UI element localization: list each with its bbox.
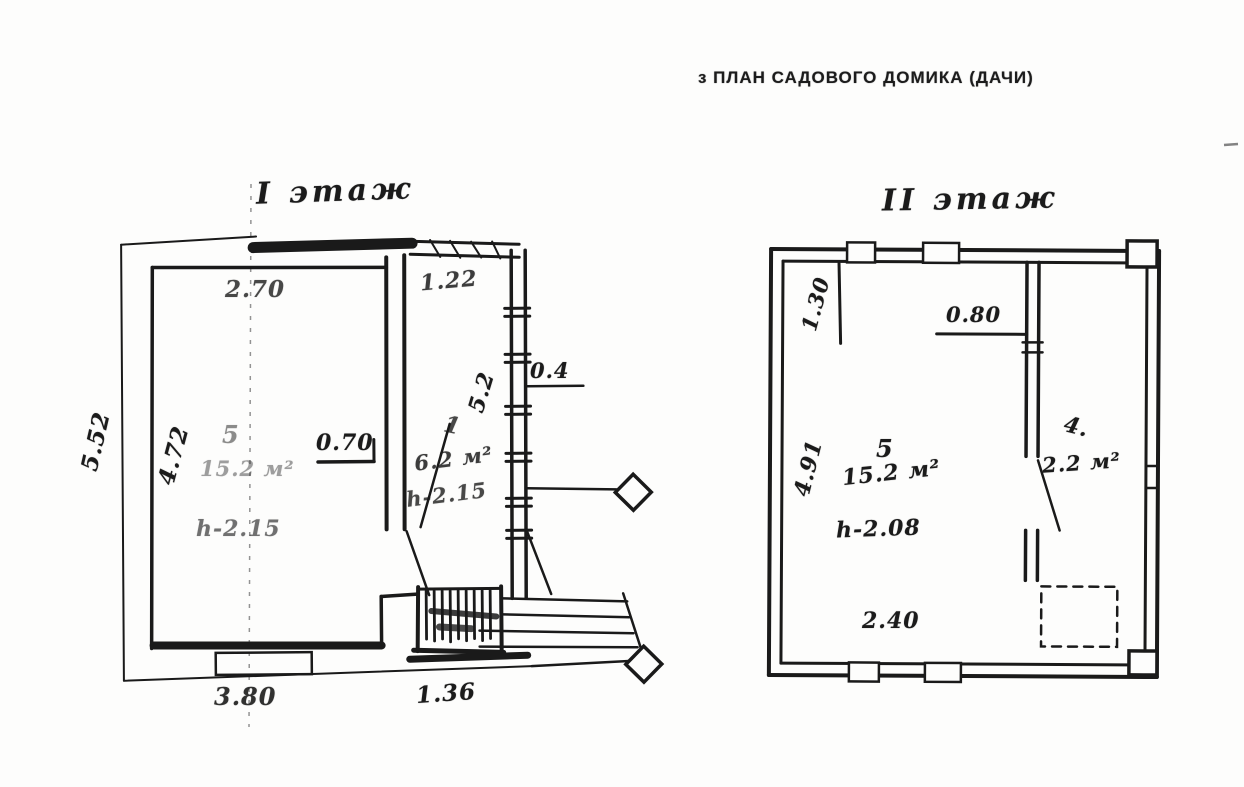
floor1-porch-step [214, 650, 314, 677]
floor1-bottom-notch [379, 592, 419, 648]
floor1-post-marker-bottom [623, 643, 665, 685]
floor1-door-swings [405, 422, 553, 597]
floor1-main-room-walls [149, 265, 389, 651]
floor1-partition-wall [384, 253, 407, 532]
floor2-right-wall-ticks [1144, 464, 1160, 490]
floor2-plan [766, 239, 1162, 684]
floor1-outer-boundary [120, 235, 533, 682]
floor2-door-swing [1036, 459, 1061, 532]
floor2-hatch-dashed-square [1039, 585, 1119, 649]
floor1-outside-steps [478, 471, 665, 685]
floor2-window-notches [845, 241, 963, 684]
floor1-right-wall [503, 248, 534, 601]
floor2-flue-block-bottom [1127, 649, 1159, 677]
floor1-top-wall [247, 237, 418, 254]
floor1-top-window [408, 239, 521, 260]
floor2-outer-walls [766, 247, 1162, 680]
floor1-right-wall-window-ticks [503, 306, 534, 540]
floor1-staircase [406, 584, 532, 663]
floor1-dim-underlines [316, 384, 585, 464]
floor1-plan [120, 235, 665, 685]
floor2-partition-wall [1021, 260, 1044, 583]
floor1-post-marker-top [612, 471, 654, 513]
floor2-flue-partition [837, 261, 843, 345]
scan-artifact-mark [1223, 142, 1239, 147]
floor2-flue-block-top [1125, 239, 1159, 269]
